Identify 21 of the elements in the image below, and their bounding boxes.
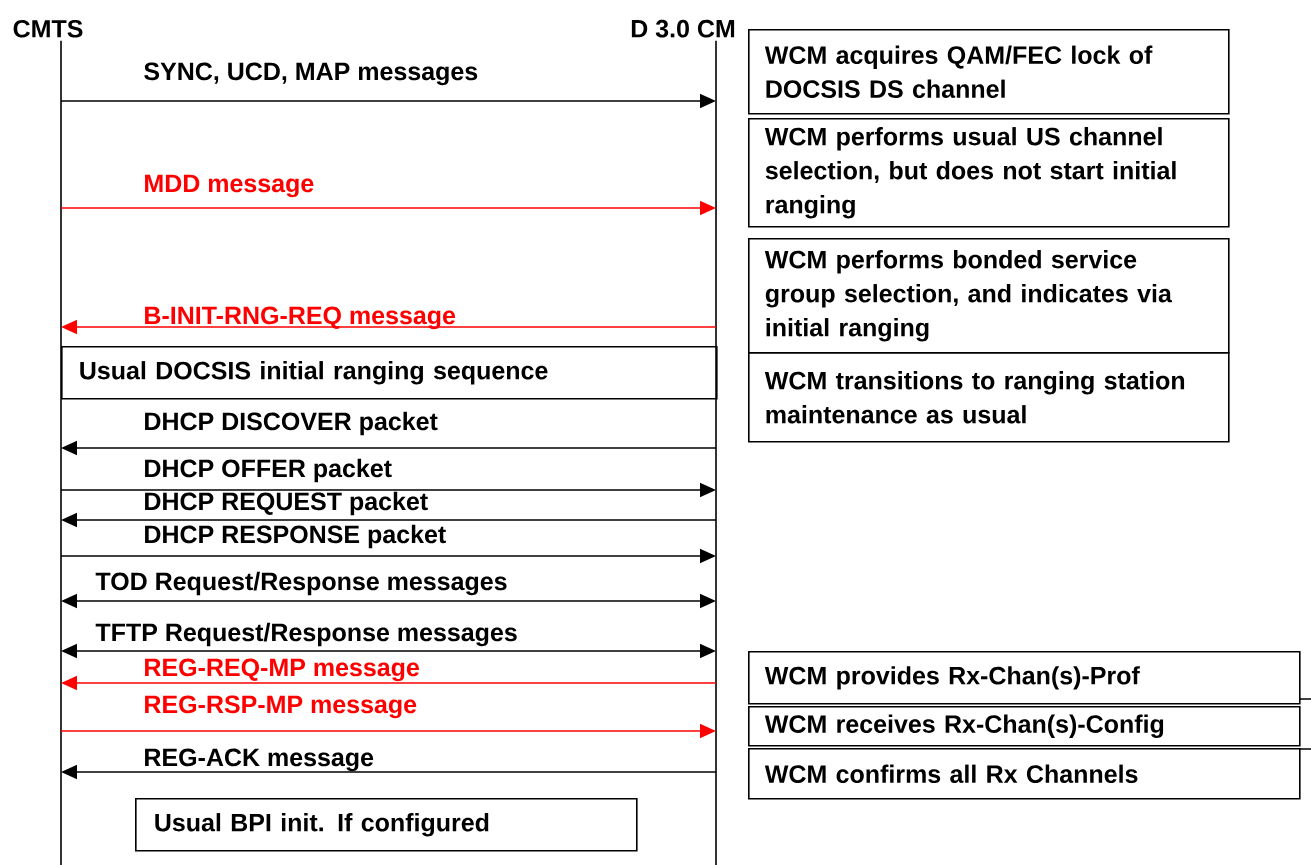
edge-label: DHCP OFFER packet <box>145 458 392 483</box>
step-box: WCM provides Rx-Chan(s)-Prof <box>748 651 1301 705</box>
edge-label: REG-ACK message <box>145 748 374 772</box>
edge-label: REG-RSP-MP message <box>145 695 417 719</box>
edge-label: SYNC, UCD, MAP messages <box>144 62 478 86</box>
step-box: WCM receives Rx-Chan(s)-Config <box>748 706 1301 747</box>
edge-label: REG-REQ-MP message <box>145 658 419 682</box>
edge-label: DHCP RESPONSE packet <box>145 524 446 549</box>
edge-label: B-INIT-RNG-REQ message <box>145 306 456 330</box>
edge-label: MDD message <box>145 174 314 198</box>
step-box: WCM performs bonded service group selection, and indicates via initial ranging <box>748 238 1230 354</box>
edge-label: TFTP Request/Response messages <box>95 622 517 647</box>
edge-label: DHCP REQUEST packet <box>145 491 428 516</box>
process-box: Usual BPI init. If configured <box>135 798 638 852</box>
step-box: WCM performs usual US channel selection, but does not start initial ranging <box>748 118 1230 228</box>
step-box: WCM confirms all Rx Channels <box>748 748 1301 800</box>
sequence-band: Usual DOCSIS initial ranging sequence <box>61 346 718 400</box>
edge-label: TOD Request/Response messages <box>95 571 507 596</box>
edge-label: DHCP DISCOVER packet <box>145 411 438 436</box>
step-box: WCM acquires QAM/FEC lock of DOCSIS DS channel <box>748 29 1230 115</box>
step-box: WCM transitions to ranging station maintenance as usual <box>748 352 1230 443</box>
